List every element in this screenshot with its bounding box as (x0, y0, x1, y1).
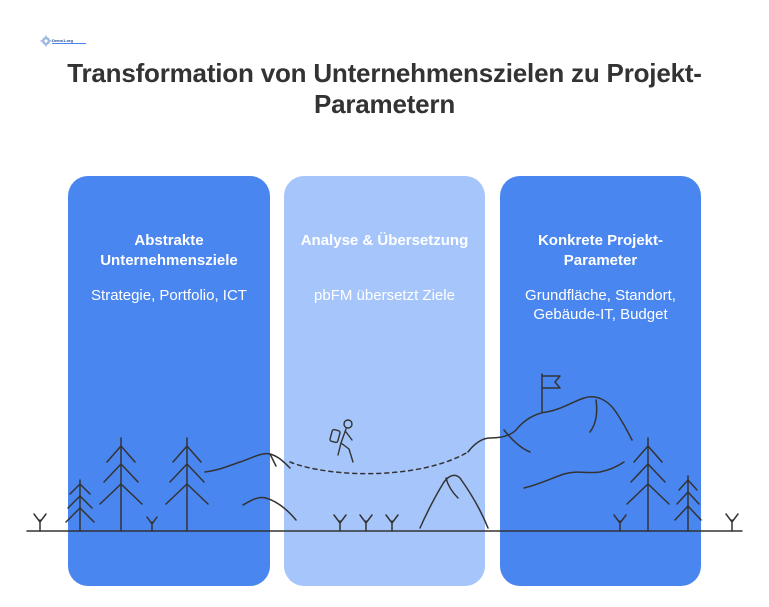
logo-text: Demo1.org (52, 38, 73, 43)
rope-bridge (289, 451, 469, 475)
mountain-line (242, 496, 297, 521)
card-heading: Analyse & Übersetzung (300, 232, 469, 249)
pine-tree-icon (65, 479, 95, 532)
grass-tuft-icon (333, 514, 347, 532)
logo-gear-icon (40, 35, 86, 47)
card-description: pbFM übersetzt Ziele (314, 287, 455, 304)
card-abstract-goals: Abstrakte Unternehmensziele Strategie, P… (68, 176, 270, 586)
mountain-line (545, 396, 633, 441)
card-description: Grundfläche, Standort, Gebäude-IT, Budge… (525, 287, 676, 323)
pine-tree-icon (626, 437, 670, 532)
pine-tree-icon (674, 475, 702, 532)
grass-tuft-icon (146, 516, 158, 532)
card-concrete-parameters: Konkrete Projekt-Parameter Grundfläche, … (500, 176, 701, 586)
grass-tuft-icon (385, 514, 399, 532)
mountain-line (523, 461, 625, 489)
mountain-line (445, 477, 459, 499)
summit-flag-icon (541, 373, 561, 413)
pine-tree-icon (99, 437, 143, 532)
grass-tuft-icon (613, 514, 627, 532)
mountain-line (589, 399, 598, 433)
grass-tuft-icon (33, 513, 47, 532)
card-heading: Konkrete Projekt-Parameter (537, 232, 664, 269)
mountain-line (269, 453, 277, 467)
grass-tuft-icon (725, 513, 739, 532)
mountain-line (503, 429, 531, 453)
grass-tuft-icon (359, 514, 373, 532)
hiker-icon (329, 419, 354, 463)
mountain-line (467, 411, 547, 453)
mountain-line (204, 452, 291, 473)
pine-tree-icon (165, 437, 209, 532)
page-title: Transformation von Unternehmenszielen zu… (67, 58, 702, 119)
card-description: Strategie, Portfolio, ICT (91, 287, 247, 304)
mountain-line (419, 474, 489, 529)
card-heading: Abstrakte Unternehmensziele (100, 232, 238, 269)
card-analysis: Analyse & Übersetzung pbFM übersetzt Zie… (284, 176, 485, 586)
